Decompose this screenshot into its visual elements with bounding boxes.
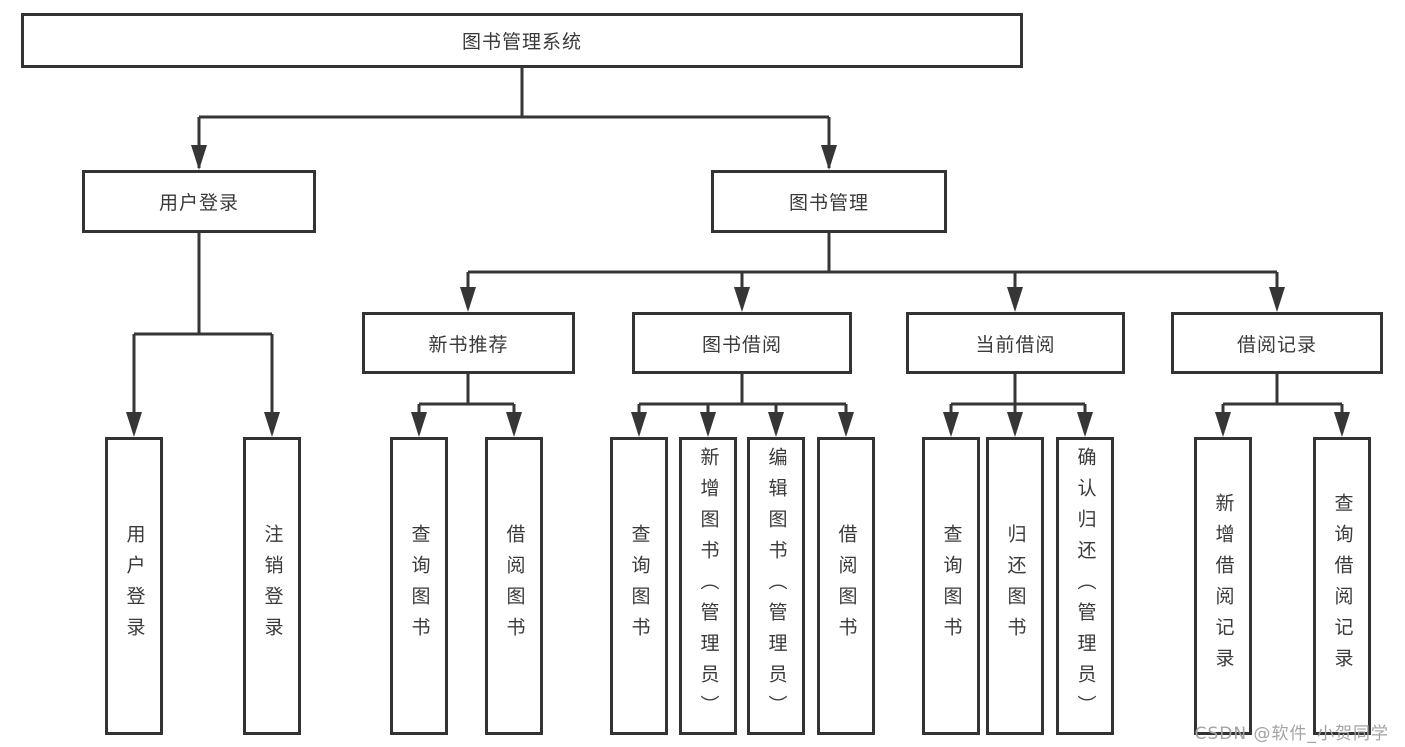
node-borrowing-records: 借阅记录 [1171,312,1383,374]
leaf-confirm-return-admin: 确认归还（管理员） [1056,437,1114,735]
leaf-add-book-admin: 新增图书（管理员） [679,437,737,735]
node-new-book-recommendation-label: 新书推荐 [428,333,509,356]
node-user-login: 用户登录 [82,170,316,233]
leaf-user-login: 用户登录 [105,437,163,735]
arrowheads [126,145,1350,437]
node-book-borrowing: 图书借阅 [632,312,852,374]
leaf-return-books: 归还图书 [986,437,1044,735]
leaf-query-borrow-record-label: 查询借阅记录 [1331,493,1354,679]
leaf-borrow-books-recommend: 借阅图书 [485,437,543,735]
node-user-login-label: 用户登录 [158,192,239,214]
leaf-return-books-label: 归还图书 [1004,524,1027,648]
leaf-query-books-borrowing-label: 查询图书 [628,524,651,648]
leaf-add-borrow-record-label: 新增借阅记录 [1212,493,1235,679]
leaf-confirm-return-admin-label: 确认归还（管理员） [1074,446,1097,726]
node-borrowing-records-label: 借阅记录 [1236,333,1317,356]
node-current-borrowing-label: 当前借阅 [975,333,1056,356]
node-new-book-recommendation: 新书推荐 [362,312,575,374]
leaf-add-borrow-record: 新增借阅记录 [1194,437,1252,735]
leaf-query-books-recommend: 查询图书 [390,437,448,735]
leaf-logout: 注销登录 [243,437,301,735]
node-book-borrowing-label: 图书借阅 [701,333,782,356]
node-root-label: 图书管理系统 [461,31,582,53]
leaf-query-borrow-record: 查询借阅记录 [1313,437,1371,735]
csdn-watermark: CSDN @软件_小贺同学 [1194,724,1389,744]
node-current-borrowing: 当前借阅 [906,312,1125,374]
leaf-query-books-current-label: 查询图书 [940,524,963,648]
leaf-user-login-label: 用户登录 [123,524,146,648]
leaf-query-books-borrowing: 查询图书 [610,437,668,735]
leaf-query-books-recommend-label: 查询图书 [408,524,431,648]
leaf-add-book-admin-label: 新增图书（管理员） [697,446,720,726]
leaf-logout-label: 注销登录 [261,524,284,648]
node-book-management: 图书管理 [711,170,947,233]
leaf-borrow-books-borrowing: 借阅图书 [817,437,875,735]
node-book-management-label: 图书管理 [788,192,869,214]
leaf-query-books-current: 查询图书 [922,437,980,735]
leaf-edit-book-admin: 编辑图书（管理员） [747,437,805,735]
leaf-borrow-books-borrowing-label: 借阅图书 [835,524,858,648]
leaf-borrow-books-recommend-label: 借阅图书 [503,524,526,648]
leaf-edit-book-admin-label: 编辑图书（管理员） [765,446,788,726]
node-root: 图书管理系统 [21,13,1023,68]
